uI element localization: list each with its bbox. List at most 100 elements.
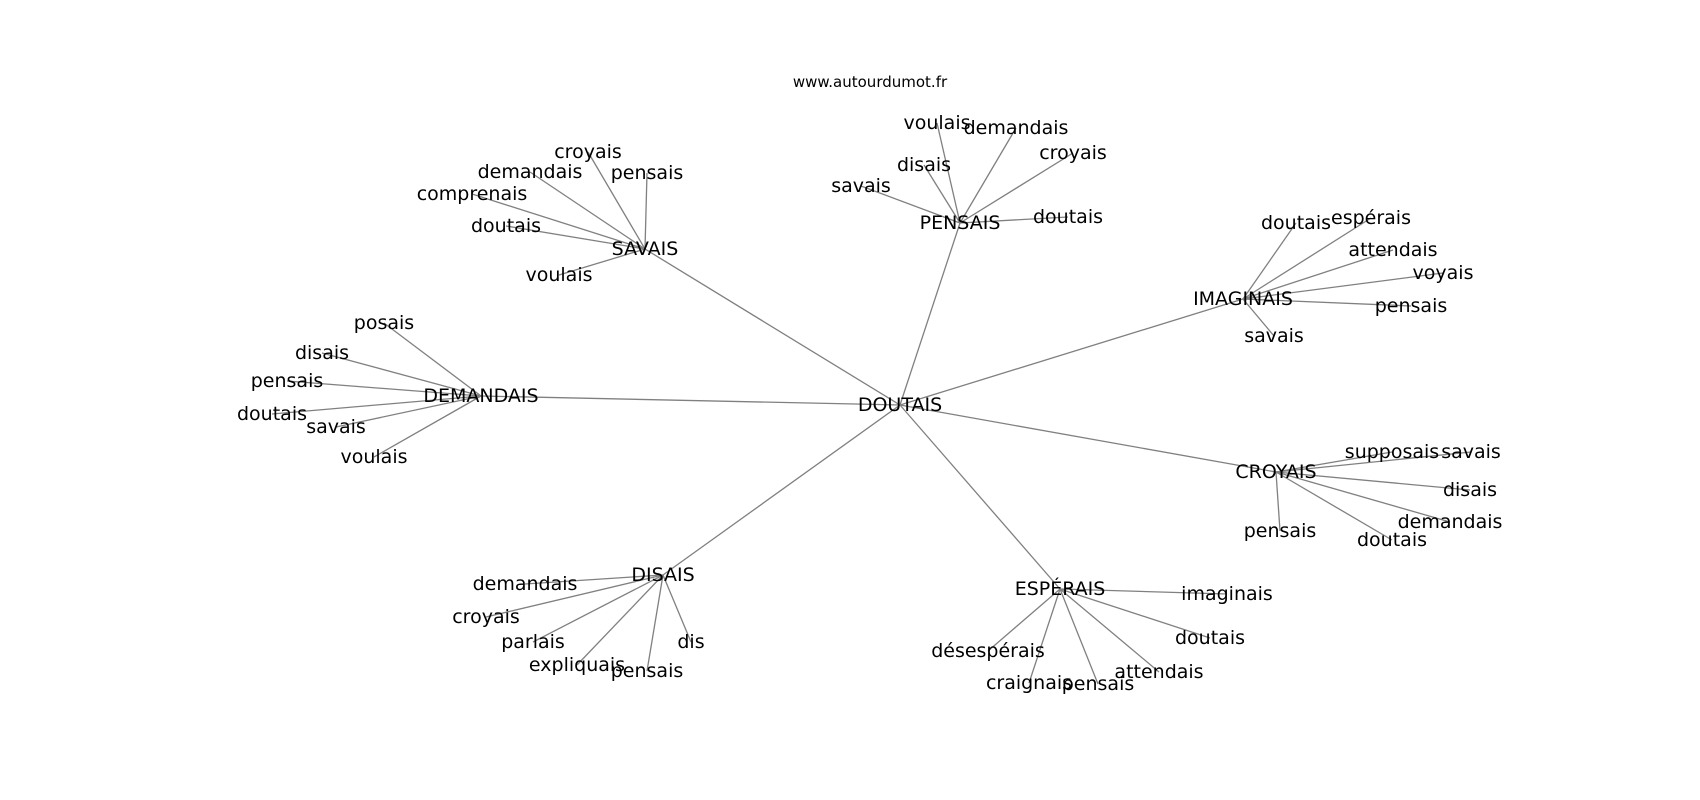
leaf-node: doutais: [1357, 529, 1427, 551]
leaf-node: croyais: [554, 141, 622, 163]
edge-savais-leaf-2: [644, 172, 648, 250]
hub-node-esperais: ESPÉRAIS: [1015, 577, 1106, 600]
leaf-node: savais: [1244, 325, 1304, 347]
leaf-node: pensais: [1062, 673, 1135, 695]
edge-disais-leaf-2: [532, 574, 664, 643]
edge-demandais-leaf-5: [373, 395, 482, 458]
edge-imaginais-leaf-0: [1242, 222, 1297, 300]
leaf-node: dis: [677, 631, 704, 653]
edge-center-croyais: [899, 404, 1277, 473]
leaf-node: voulais: [340, 446, 407, 468]
hub-node-croyais: CROYAIS: [1235, 461, 1316, 483]
hub-node-pensais: PENSAIS: [920, 212, 1001, 234]
edge-pensais-leaf-5: [959, 216, 1069, 224]
edge-savais-leaf-5: [558, 248, 646, 276]
edge-croyais-leaf-3: [1275, 471, 1451, 523]
edge-esperais-leaf-0: [1059, 588, 1228, 595]
edge-disais-leaf-3: [576, 574, 664, 666]
edge-pensais-leaf-3: [959, 152, 1074, 224]
graph-edges: [271, 122, 1472, 685]
leaf-node: voulais: [903, 112, 970, 134]
leaf-node: voulais: [525, 264, 592, 286]
leaf-node: comprenais: [417, 183, 528, 205]
leaf-node: imaginais: [1181, 583, 1273, 605]
leaf-node: désespérais: [931, 640, 1045, 662]
edge-croyais-leaf-4: [1275, 471, 1393, 541]
graph-labels: www.autourdumot.fr DOUTAISvoulaisdemanda…: [237, 73, 1502, 695]
leaf-node: savais: [1441, 441, 1501, 463]
leaf-node: pensais: [1375, 295, 1448, 317]
leaf-node: pensais: [251, 370, 324, 392]
leaf-node: doutais: [1033, 206, 1103, 228]
hub-node-savais: SAVAIS: [612, 238, 679, 260]
leaf-node: espérais: [1331, 207, 1411, 229]
leaf-node: demandais: [478, 161, 583, 183]
leaf-node: demandais: [964, 117, 1069, 139]
leaf-node: doutais: [471, 215, 541, 237]
edge-demandais-leaf-1: [321, 352, 482, 397]
edge-center-imaginais: [899, 298, 1244, 406]
edge-center-esperais: [899, 404, 1061, 590]
leaf-node: savais: [306, 416, 366, 438]
edge-demandais-leaf-2: [286, 380, 482, 397]
leaf-node: parlais: [501, 631, 565, 653]
hub-node-demandais: DEMANDAIS: [423, 385, 538, 407]
edge-imaginais-leaf-2: [1242, 249, 1394, 300]
leaf-node: attendais: [1114, 661, 1203, 683]
leaf-node: expliquais: [529, 654, 625, 676]
edge-croyais-leaf-1: [1275, 451, 1472, 473]
leaf-node: savais: [831, 175, 891, 197]
leaf-node: supposais: [1345, 441, 1439, 463]
edge-demandais-leaf-4: [335, 395, 482, 428]
edge-esperais-leaf-4: [1028, 588, 1061, 684]
edge-esperais-leaf-5: [987, 588, 1061, 652]
edge-esperais-leaf-1: [1059, 588, 1211, 639]
edge-esperais-leaf-2: [1059, 588, 1160, 673]
edge-savais-leaf-3: [471, 193, 646, 250]
hub-node-disais: DISAIS: [631, 564, 694, 586]
edge-pensais-leaf-0: [936, 122, 961, 224]
edge-demandais-leaf-0: [383, 322, 482, 397]
edge-croyais-leaf-0: [1275, 451, 1393, 473]
leaf-node: doutais: [1261, 212, 1331, 234]
edge-center-disais: [662, 404, 901, 576]
edge-pensais-leaf-4: [860, 185, 961, 224]
edge-disais-leaf-4: [646, 574, 664, 672]
edge-imaginais-leaf-3: [1242, 272, 1444, 300]
edge-center-pensais: [899, 222, 961, 406]
edge-imaginais-leaf-1: [1242, 217, 1372, 300]
leaf-node: voyais: [1413, 262, 1474, 284]
center-node: DOUTAIS: [858, 394, 942, 416]
source-label: www.autourdumot.fr: [793, 73, 948, 91]
leaf-node: doutais: [1175, 627, 1245, 649]
leaf-node: disais: [897, 154, 951, 176]
edge-croyais-leaf-5: [1275, 471, 1281, 532]
leaf-node: craignais: [986, 672, 1072, 694]
edge-croyais-leaf-2: [1275, 471, 1471, 491]
edge-pensais-leaf-1: [959, 127, 1017, 224]
edge-disais-leaf-1: [485, 574, 664, 618]
edge-pensais-leaf-2: [923, 164, 961, 224]
edge-savais-leaf-1: [529, 171, 646, 250]
leaf-node: demandais: [1398, 511, 1503, 533]
edge-center-savais: [644, 248, 901, 406]
leaf-node: croyais: [452, 606, 520, 628]
edge-imaginais-leaf-5: [1242, 298, 1275, 337]
edge-center-demandais: [480, 395, 901, 406]
edge-disais-leaf-5: [662, 574, 692, 643]
leaf-node: pensais: [611, 660, 684, 682]
hub-node-imaginais: IMAGINAIS: [1193, 288, 1293, 310]
edge-savais-leaf-0: [587, 151, 646, 250]
leaf-node: pensais: [611, 162, 684, 184]
leaf-node: croyais: [1039, 142, 1107, 164]
edge-demandais-leaf-3: [271, 395, 482, 415]
edge-imaginais-leaf-4: [1242, 298, 1412, 307]
edge-esperais-leaf-3: [1059, 588, 1099, 685]
leaf-node: posais: [354, 312, 414, 334]
leaf-node: disais: [295, 342, 349, 364]
edge-savais-leaf-4: [505, 225, 646, 250]
leaf-node: pensais: [1244, 520, 1317, 542]
leaf-node: doutais: [237, 403, 307, 425]
leaf-node: disais: [1443, 479, 1497, 501]
